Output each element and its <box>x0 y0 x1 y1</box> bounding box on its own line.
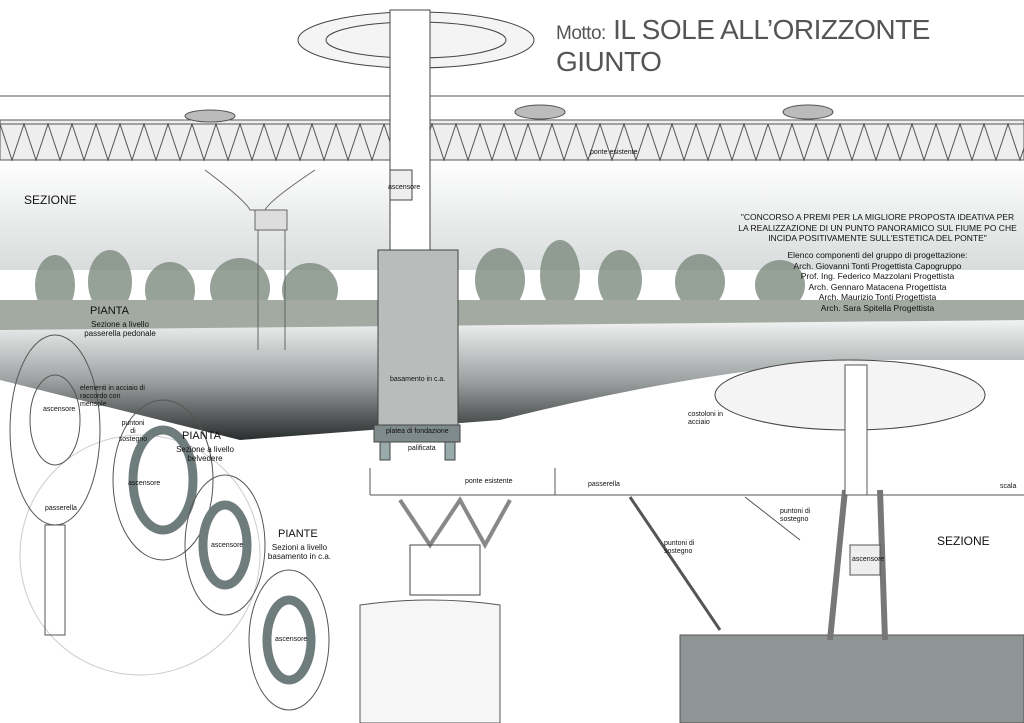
label-puntoni-right: puntoni di sostegno <box>780 508 811 524</box>
plan1-passerella: passerella <box>45 505 77 512</box>
plan2-note: puntoni di sostegno <box>118 420 148 444</box>
plan2-title: PIANTA <box>182 430 221 442</box>
label-platea: platea di fondazione <box>386 428 449 435</box>
plan3-subtitle: Sezioni a livello basamento in c.a. <box>267 543 332 562</box>
competition-credits: "CONCORSO A PREMI PER LA MIGLIORE PROPOS… <box>735 212 1020 314</box>
label-puntoni-left: puntoni di sostegno <box>664 540 695 556</box>
bottom-section <box>359 359 1024 723</box>
existing-bridge-truss <box>0 95 1024 162</box>
label-ponte-esistente-bottom: ponte esistente <box>465 478 513 485</box>
plan4-ascensore: ascensore <box>275 636 308 643</box>
plan1-note: elementi in acciaio di raccordo con mens… <box>80 385 145 409</box>
competition-title: "CONCORSO A PREMI PER LA MIGLIORE PROPOS… <box>738 212 1017 244</box>
bridge-pier <box>204 169 316 350</box>
plan2-subtitle: Sezione a livello belvedere <box>176 445 234 464</box>
river <box>0 320 1024 440</box>
tower <box>297 9 535 461</box>
team-member: Arch. Gennaro Matacena Progettista <box>808 281 947 292</box>
plan1-ascensore: ascensore <box>43 406 76 413</box>
motto-title: Motto: IL SOLE ALL’ORIZZONTE GIUNTO <box>556 14 1024 78</box>
section-heading-top: SEZIONE <box>24 193 77 207</box>
team-member: Prof. Ing. Federico Mazzolani Progettist… <box>800 271 955 282</box>
plan1-subtitle: Sezione a livello passerella pedonale <box>84 320 156 339</box>
plan3-ascensore: ascensore <box>211 542 244 549</box>
label-basamento: basamento in c.a. <box>390 376 446 383</box>
plan-drawings <box>9 334 330 711</box>
motto-label: Motto: <box>556 23 606 44</box>
sky <box>0 160 1024 270</box>
team-member: Arch. Maurizio Tonti Progettista <box>818 292 937 303</box>
label-costoloni: costoloni in acciaio <box>688 411 724 427</box>
plan1-title: PIANTA <box>90 305 129 317</box>
team-heading: Elenco componenti del gruppo di progetta… <box>787 249 968 260</box>
label-ponte-esistente-top: ponte esistente <box>590 149 638 156</box>
team-member: Arch. Sara Spitella Progettista <box>820 303 935 313</box>
label-scala: scala <box>1000 483 1017 490</box>
label-ascensore-tower: ascensore <box>388 184 421 191</box>
label-passerella: passerella <box>588 481 620 488</box>
plan3-title: PIANTE <box>278 528 318 540</box>
label-palificata: palificata <box>408 445 436 452</box>
label-ascensore-section: ascensore <box>852 556 885 563</box>
motto-text: IL SOLE ALL’ORIZZONTE GIUNTO <box>556 14 930 77</box>
section-heading-bottom: SEZIONE <box>937 534 990 548</box>
team-member: Arch. Giovanni Tonti Progettista Capogru… <box>793 260 962 271</box>
plan2-ascensore: ascensore <box>128 480 161 487</box>
